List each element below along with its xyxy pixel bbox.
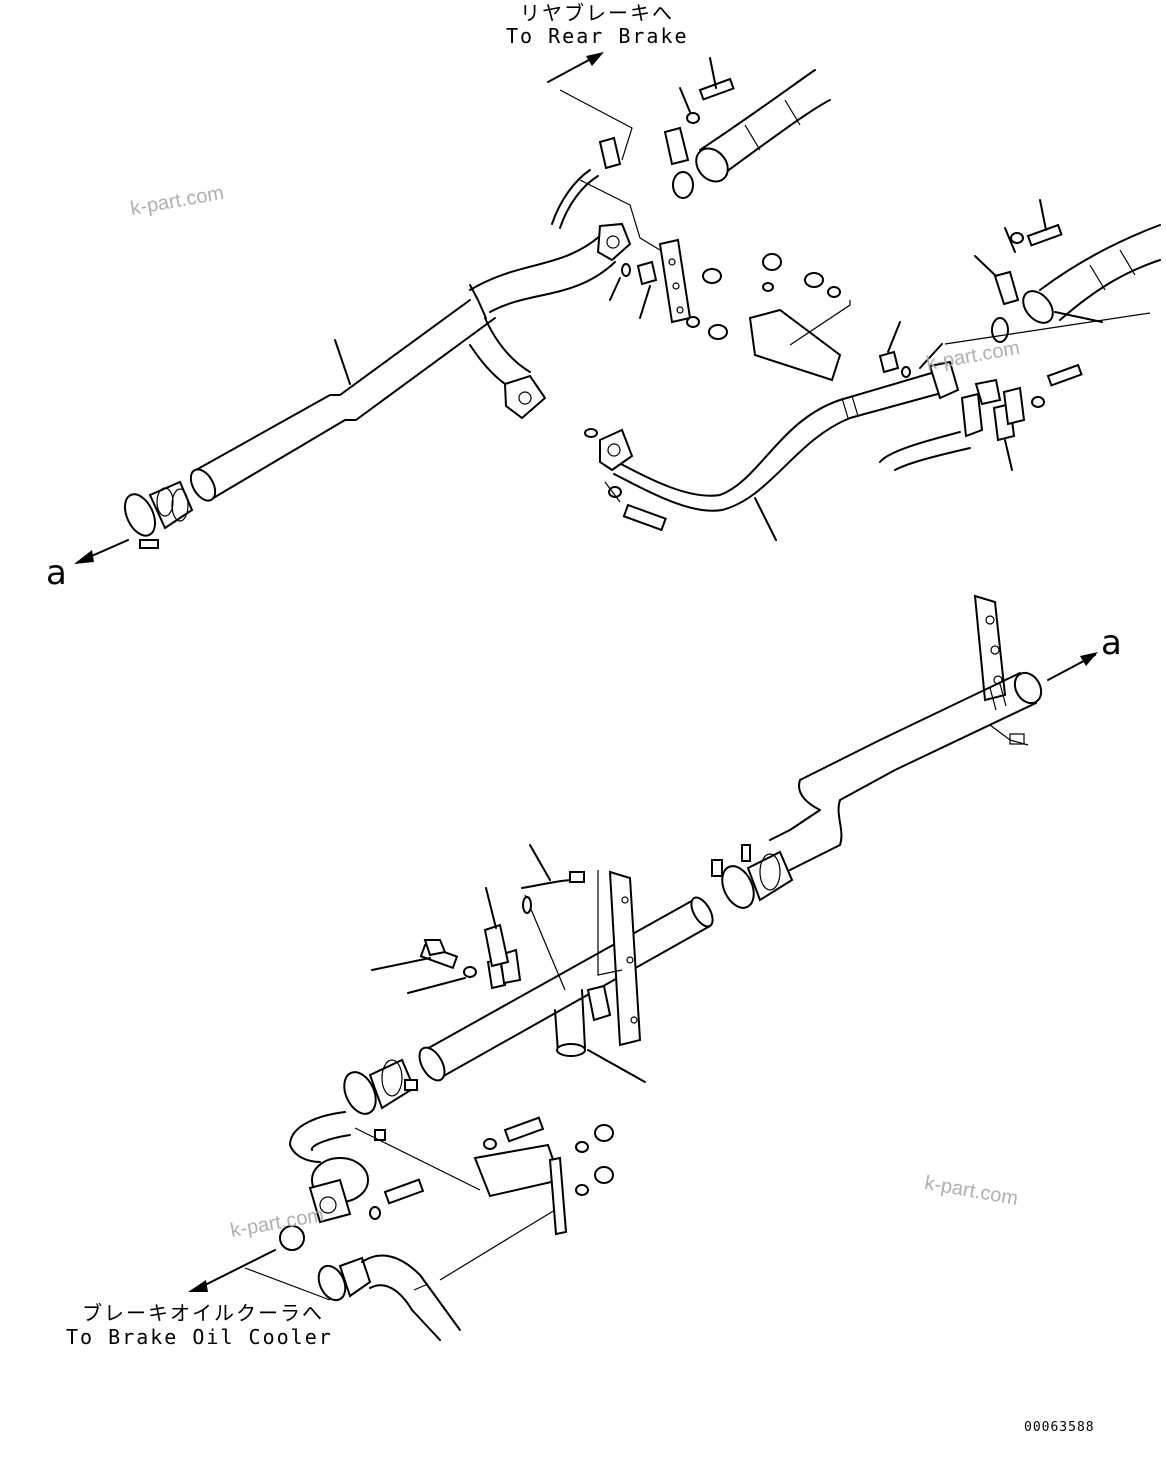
rear-brake-label-jp: リヤブレーキへ — [520, 1, 674, 25]
right-bracket — [748, 253, 943, 382]
reference-marker-a-right: a — [1101, 623, 1122, 663]
rear-brake-arrow — [547, 52, 633, 161]
lower-long-pipe — [769, 652, 1098, 871]
mid-bracket-plate — [609, 238, 728, 340]
left-coupling — [74, 480, 194, 564]
left-bracket — [551, 136, 661, 251]
oil-cooler-label-en: To Brake Oil Cooler — [66, 1325, 333, 1349]
lower-right-bracket — [973, 594, 1029, 746]
tee-flange-bolt — [371, 887, 522, 994]
tee-bracket — [521, 844, 642, 1047]
upper-hose — [663, 57, 831, 199]
bottom-coupling — [188, 1249, 461, 1341]
left-main-pipe — [189, 235, 616, 502]
mid-coupling — [711, 844, 794, 909]
lower-bracket — [439, 1116, 614, 1281]
tee-pipe — [418, 896, 714, 1083]
central-curved-pipe — [599, 360, 960, 541]
reference-marker-a-left: a — [46, 553, 67, 593]
oil-cooler-label-jp: ブレーキオイルクーラへ — [82, 1301, 324, 1325]
rear-brake-label-en: To Rear Brake — [506, 24, 689, 48]
right-hose — [879, 199, 1161, 471]
drawing-number: 00063588 — [1024, 1420, 1095, 1435]
branch-pipe — [469, 317, 598, 438]
lower-coupling — [343, 1058, 418, 1141]
lower-elbow — [279, 1111, 481, 1251]
upper-flange — [596, 222, 632, 262]
